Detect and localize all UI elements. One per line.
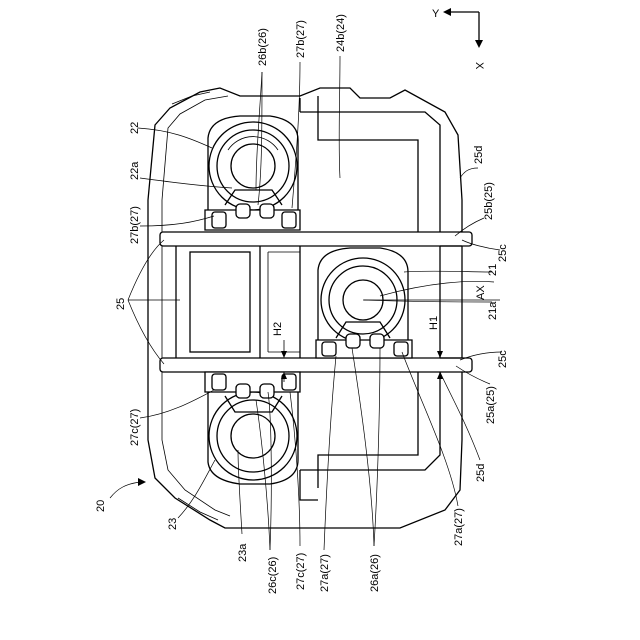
label-22: 22 — [129, 122, 141, 134]
label-23a: 23a — [237, 543, 249, 562]
label-23: 23 — [167, 518, 179, 530]
x-axis-label: X — [473, 62, 485, 70]
label-AX: AX — [475, 285, 487, 300]
label-27b-top: 27b(27) — [295, 20, 307, 58]
label-27a-bottom: 27a(27) — [319, 554, 331, 592]
label-H1: H1 — [428, 316, 440, 330]
bus-bar-25a — [160, 358, 472, 372]
label-21a: 21a — [487, 301, 499, 320]
label-25d-top: 25d — [473, 146, 485, 164]
label-21: 21 — [487, 264, 499, 276]
label-25a: 25a(25) — [485, 386, 497, 424]
label-H2: H2 — [272, 322, 284, 336]
x-arrow-head-icon — [475, 40, 483, 48]
label-25c-top: 25c — [497, 244, 509, 262]
label-27a-right: 27a(27) — [453, 508, 465, 546]
terminal-23 — [205, 372, 300, 484]
terminal-22 — [205, 116, 300, 230]
terminal-21 — [316, 248, 500, 358]
y-axis-label: Y — [432, 8, 440, 20]
label-25b: 25b(25) — [483, 182, 495, 220]
label-26c: 26c(26) — [267, 557, 279, 594]
terminal-23a-hole — [231, 414, 275, 458]
label-26a: 26a(26) — [369, 554, 381, 592]
bus-bar-25b — [160, 232, 472, 246]
label-27c-left: 27c(27) — [129, 409, 141, 446]
housing-outline — [148, 88, 462, 528]
label-24b: 24b(24) — [335, 14, 347, 52]
label-25: 25 — [115, 298, 127, 310]
label-27c-bottom: 27c(27) — [295, 553, 307, 590]
label-22a: 22a — [129, 161, 141, 180]
axis-indicator: Y X — [432, 8, 485, 70]
arrow-20-head-icon — [138, 478, 146, 486]
bus-bar-center-window — [190, 252, 250, 352]
label-25d-bottom: 25d — [475, 464, 487, 482]
label-25c-bottom: 25c — [497, 350, 509, 368]
arrow-20 — [110, 482, 140, 498]
y-arrow-head-icon — [443, 8, 451, 16]
label-26b: 26b(26) — [257, 28, 269, 66]
terminal-22a-hole — [231, 144, 275, 188]
label-27b-left: 27b(27) — [129, 206, 141, 244]
leader-lines — [128, 56, 502, 550]
label-20: 20 — [95, 500, 107, 512]
